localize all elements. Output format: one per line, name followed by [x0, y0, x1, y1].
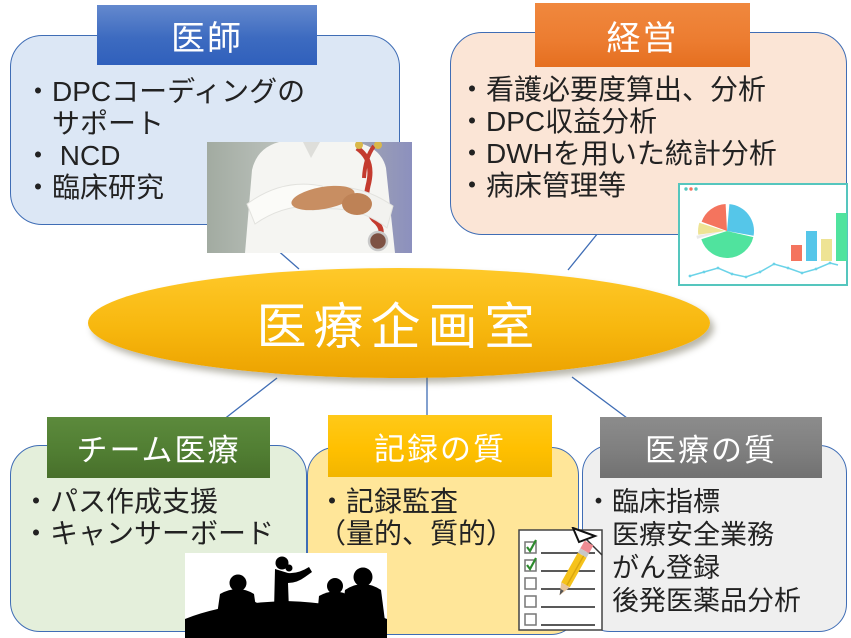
meeting-figures [185, 556, 387, 638]
list-item: ・DPC収益分析 [458, 106, 658, 137]
forearm-skin [291, 185, 355, 211]
list-item: ・医療安全業務 [585, 520, 774, 550]
window-dot [684, 187, 688, 191]
connector-management [567, 232, 599, 271]
list-item: ・キャンサーボード [22, 518, 275, 549]
pie-slice-blue [727, 204, 755, 236]
list-item: ・記録監査 [318, 486, 459, 517]
items-records: ・記録監査（量的、質的） [318, 486, 514, 550]
header-records: 記録の質 [328, 415, 552, 477]
list-item: ・がん登録 [585, 553, 720, 583]
line-markers [688, 261, 832, 279]
pie-slice-salmon [701, 204, 727, 231]
items-team: ・パス作成支援・キャンサーボード [22, 486, 274, 550]
center-ellipse: 医療企画室 [88, 268, 710, 378]
checklist-pencil-illustration [518, 527, 603, 631]
list-item: サポート [24, 108, 165, 139]
coat-collar [303, 142, 320, 158]
header-team: チーム医療 [47, 417, 270, 478]
header-doctor: 医師 [97, 5, 317, 65]
pie-slice-green [701, 231, 754, 259]
items-management: ・看護必要度算出、分析・DPC収益分析・DWHを用いた統計分析・病床管理等 [458, 74, 777, 202]
list-item: ・臨床指標 [585, 487, 720, 517]
stethoscope-tube2 [362, 144, 376, 179]
list-item: ・ NCD [24, 140, 121, 171]
pie-slice-yellow [698, 222, 725, 235]
stethoscope-chestpiece [367, 230, 389, 252]
list-item: ・DPCコーディングの [24, 76, 306, 107]
window-dot [689, 187, 693, 191]
analytics-chart-illustration [678, 183, 848, 286]
list-item: （量的、質的） [318, 518, 515, 549]
list-item: ・後発医薬品分析 [585, 586, 801, 616]
pie-slice-exploded [696, 231, 723, 239]
doctor-photo-illustration [207, 142, 412, 253]
bar-2 [806, 231, 817, 261]
items-doctor: ・DPCコーディングの サポート・ NCD・臨床研究 [24, 76, 305, 204]
window-dot [694, 187, 698, 191]
header-management: 経営 [535, 3, 750, 67]
line-series [689, 262, 839, 278]
bar-3 [821, 239, 832, 261]
list-item: ・病床管理等 [458, 170, 627, 201]
meeting-silhouette-illustration [185, 553, 387, 638]
connector-quality [571, 376, 628, 419]
stethoscope-eartip [355, 142, 363, 149]
connector-team [222, 377, 278, 421]
pencil [559, 540, 594, 596]
center-ellipse-label: 医療企画室 [256, 299, 542, 355]
header-quality: 医療の質 [600, 417, 822, 478]
bar-4 [836, 213, 847, 261]
fold-corner [571, 527, 598, 544]
bar-1 [791, 245, 802, 261]
list-item: ・DWHを用いた統計分析 [458, 138, 777, 169]
items-quality: ・臨床指標・医療安全業務・がん登録・後発医薬品分析 [585, 486, 801, 618]
list-item: ・パス作成支援 [22, 486, 219, 517]
list-item: ・臨床研究 [24, 172, 165, 203]
hand-skin [342, 193, 372, 215]
list-item: ・看護必要度算出、分析 [458, 74, 767, 105]
stethoscope-eartip2 [374, 142, 382, 149]
